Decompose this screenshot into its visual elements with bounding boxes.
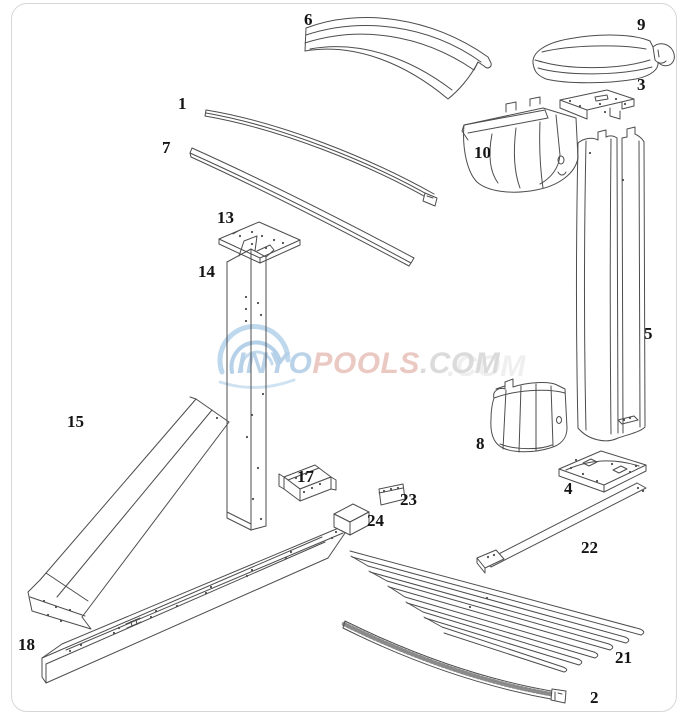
- part-22-flat-strap: [476, 482, 647, 574]
- part-23-small-plate: [378, 483, 406, 506]
- part-label-18: 18: [18, 635, 35, 654]
- part-label-13: 13: [217, 208, 234, 227]
- part-label-8: 8: [476, 434, 485, 453]
- part-label-9: 9: [637, 15, 646, 34]
- part-label-23: 23: [400, 490, 417, 509]
- rounded-border: [11, 3, 677, 712]
- part-7-bottom-stabilizer-rail: [189, 147, 415, 267]
- part-6-top-ledge: [304, 17, 492, 100]
- part-1-top-stabilizer-rail: [204, 109, 438, 207]
- part-10-top-corner-cap: [461, 96, 579, 193]
- part-5-upright-column: [576, 126, 646, 442]
- part-label-5: 5: [644, 324, 653, 343]
- part-2-bottom-track: [341, 620, 567, 704]
- part-18-bottom-rail: [41, 526, 346, 684]
- part-14-upright-post: [226, 235, 275, 531]
- part-label-24: 24: [367, 511, 384, 530]
- part-label-6: 6: [304, 10, 313, 29]
- part-3-top-plate-bracket: [559, 89, 635, 120]
- part-label-2: 2: [590, 688, 599, 707]
- part-label-3: 3: [637, 75, 646, 94]
- part-label-1: 1: [178, 94, 187, 113]
- part-label-21: 21: [615, 648, 632, 667]
- part-24-box: [333, 503, 370, 536]
- part-label-15: 15: [67, 412, 84, 431]
- part-label-4: 4: [564, 479, 573, 498]
- part-15-buttress-brace: [27, 396, 230, 630]
- part-9-top-cap: [532, 34, 675, 84]
- part-label-17: 17: [297, 467, 314, 486]
- part-13-top-plate: [218, 221, 301, 264]
- part-8-bottom-boot: [490, 378, 568, 453]
- part-label-22: 22: [581, 538, 598, 557]
- part-21-wall-panel: [349, 550, 645, 673]
- part-17-bracket: [278, 464, 337, 502]
- part-label-10: 10: [474, 143, 491, 162]
- part-label-14: 14: [198, 262, 215, 281]
- part-label-7: 7: [162, 138, 171, 157]
- part-4-bottom-plate: [558, 450, 647, 493]
